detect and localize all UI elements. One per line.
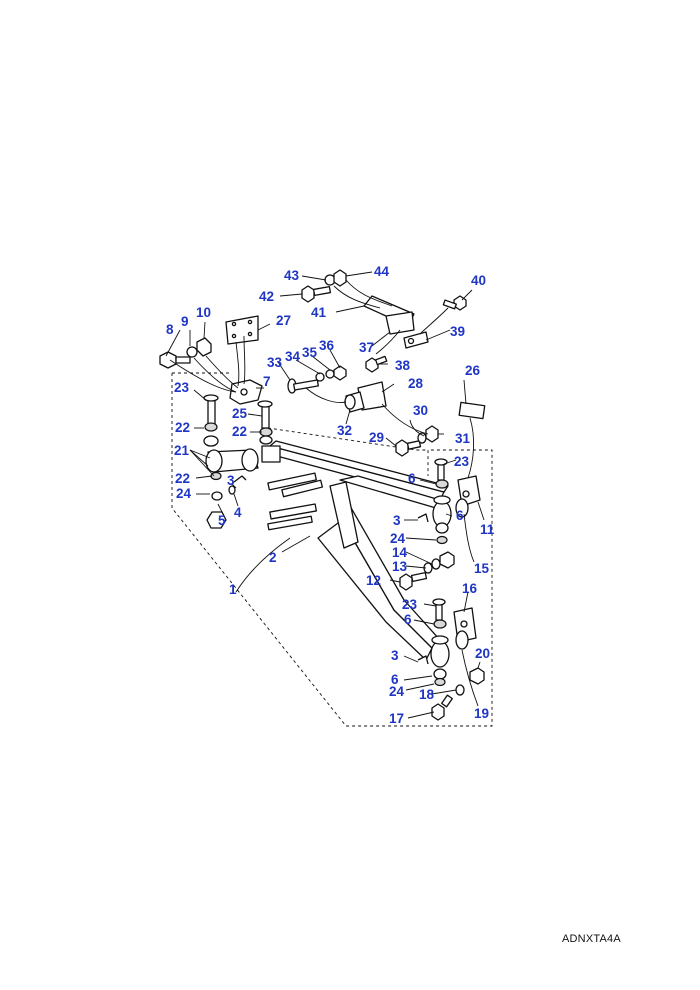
front-pivot-assembly (205, 445, 281, 529)
callout-7: 7 (263, 374, 271, 389)
callout-27: 27 (276, 313, 291, 328)
callout-32: 32 (337, 423, 352, 438)
callout-10: 10 (196, 305, 211, 320)
callout-12: 12 (366, 573, 381, 588)
callouts: 1 2 3 3 3 4 5 6 6 6 6 7 8 9 10 11 12 13 … (166, 264, 495, 726)
callout-1: 1 (229, 582, 237, 597)
rear-bracket (417, 598, 485, 721)
callout-13: 13 (392, 559, 408, 574)
callout-43: 43 (284, 268, 300, 283)
callout-41: 41 (311, 305, 327, 320)
callout-2: 2 (269, 550, 277, 565)
callout-3: 3 (227, 473, 235, 488)
callout-8: 8 (166, 322, 174, 337)
callout-18: 18 (419, 687, 435, 702)
diagram-reference-code: ADNXTA4A (562, 933, 621, 945)
top-bracket (301, 269, 467, 373)
callout-19: 19 (474, 706, 489, 721)
callout-34: 34 (285, 349, 301, 364)
callout-26: 26 (465, 363, 481, 378)
callout-36: 36 (319, 338, 335, 353)
callout-6: 6 (391, 672, 399, 687)
callout-42: 42 (259, 289, 274, 304)
callout-33: 33 (267, 355, 283, 370)
callout-3: 3 (391, 648, 399, 663)
callout-16: 16 (462, 581, 478, 596)
right-front-bracket (399, 401, 486, 591)
callout-35: 35 (302, 345, 318, 360)
callout-3: 3 (393, 513, 401, 528)
callout-31: 31 (455, 431, 471, 446)
callout-40: 40 (471, 273, 486, 288)
callout-28: 28 (408, 376, 424, 391)
callout-6: 6 (456, 508, 464, 523)
callout-20: 20 (475, 646, 490, 661)
callout-22: 22 (175, 471, 190, 486)
callout-5: 5 (218, 513, 226, 528)
callout-37: 37 (359, 340, 374, 355)
front-pins (203, 394, 273, 447)
callout-25: 25 (232, 406, 248, 421)
callout-17: 17 (389, 711, 404, 726)
upper-center-bracket (287, 365, 439, 457)
callout-29: 29 (369, 430, 384, 445)
callout-38: 38 (395, 358, 411, 373)
callout-22: 22 (175, 420, 190, 435)
callout-9: 9 (181, 314, 189, 329)
callout-11: 11 (480, 522, 495, 537)
callout-14: 14 (392, 545, 408, 560)
callout-24: 24 (389, 684, 405, 699)
leader-lines (165, 271, 485, 719)
callout-30: 30 (413, 403, 428, 418)
callout-39: 39 (450, 324, 465, 339)
callout-4: 4 (234, 505, 242, 520)
callout-24: 24 (176, 486, 192, 501)
a-frame (261, 440, 452, 668)
callout-22: 22 (232, 424, 247, 439)
callout-23: 23 (454, 454, 470, 469)
callout-44: 44 (374, 264, 390, 279)
callout-23: 23 (174, 380, 190, 395)
callout-24: 24 (390, 531, 406, 546)
callout-15: 15 (474, 561, 490, 576)
callout-6: 6 (404, 612, 412, 627)
assembly-boundary (171, 372, 493, 727)
callout-23: 23 (402, 597, 418, 612)
callout-6: 6 (408, 471, 416, 486)
callout-21: 21 (174, 443, 190, 458)
